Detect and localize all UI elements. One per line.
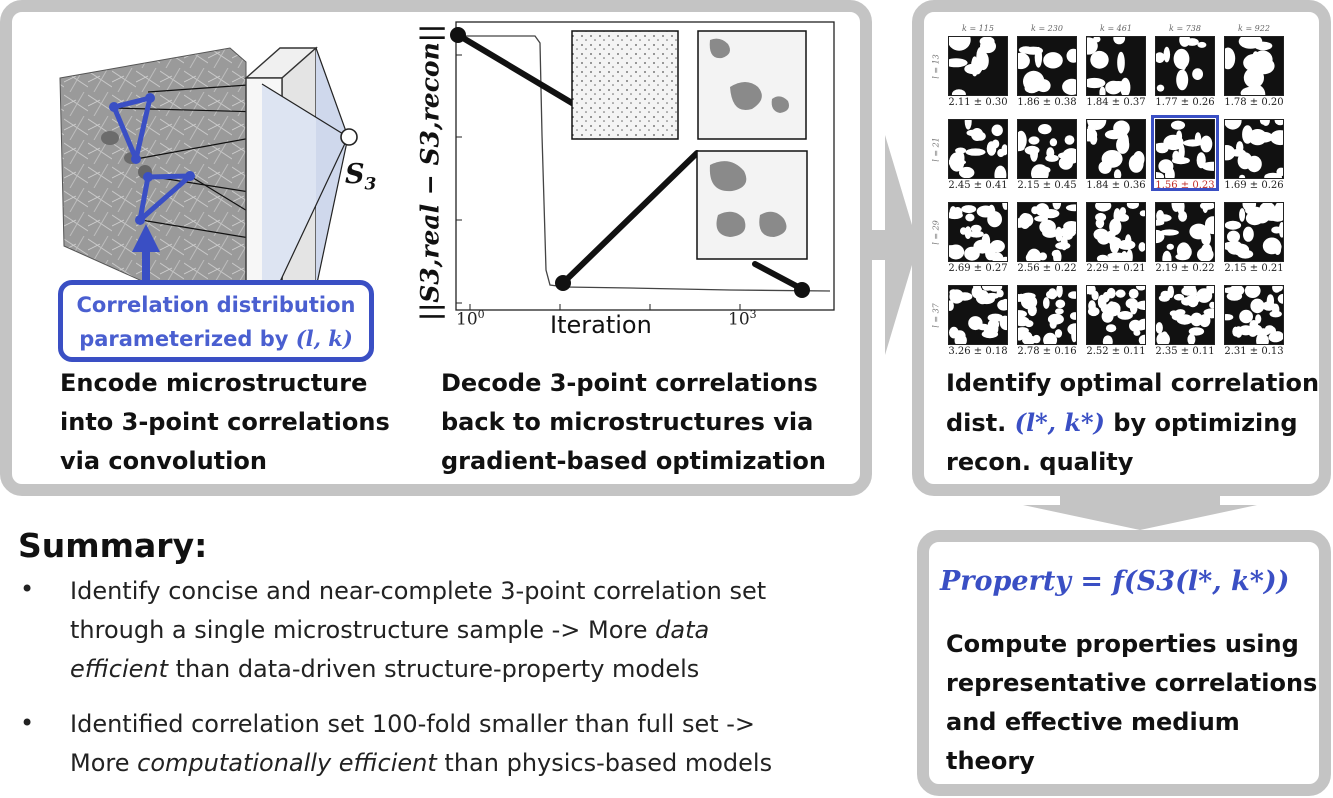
grid-cell-label: 1.77 ± 0.26 [1155, 97, 1215, 108]
grid-cell [1155, 119, 1215, 179]
xtick-left: 100 [456, 308, 485, 330]
bullet-2: Identified correlation set 100-fold smal… [70, 710, 773, 777]
property-panel [917, 530, 1331, 796]
grid-col-head: k = 230 [1031, 24, 1063, 33]
grid-row-head: l = 13 [931, 54, 941, 79]
grid-cell [1224, 119, 1284, 179]
decode-xlabel: Iteration [550, 311, 652, 339]
grid-cell-label: 3.26 ± 0.18 [948, 346, 1008, 357]
loss-point-end [794, 282, 810, 298]
inset-noise [571, 30, 679, 140]
grid-cell [1086, 119, 1146, 179]
grid-cell-label: 2.45 ± 0.41 [948, 180, 1008, 191]
grid-col-head: k = 738 [1169, 24, 1201, 33]
grid-cell [1155, 36, 1215, 96]
grid-cell [1017, 285, 1077, 345]
xtick-right: 103 [728, 308, 757, 330]
triangle-1 [111, 95, 153, 162]
grid-cell [1155, 202, 1215, 262]
grid-row-head: l = 29 [931, 220, 941, 245]
grid-cell-label: 2.31 ± 0.13 [1224, 346, 1284, 357]
callout-math: (l, k) [295, 326, 353, 351]
grid-cell [948, 36, 1008, 96]
grid-cell [1017, 202, 1077, 262]
encode-caption: Encode microstructure into 3-point corre… [60, 369, 390, 475]
grid-cell [1224, 36, 1284, 96]
correlation-callout: Correlation distribution parameterized b… [58, 280, 374, 362]
grid-cell [1224, 202, 1284, 262]
grid-cell [1086, 202, 1146, 262]
down-arrow [1023, 492, 1257, 530]
s3-node [340, 128, 358, 146]
grid-cell-label: 2.11 ± 0.30 [948, 97, 1008, 108]
grid-cell-label: 2.19 ± 0.22 [1155, 263, 1215, 274]
grid-row-head: l = 21 [931, 137, 941, 162]
optimization-caption: Identify optimal correlation dist. (l*, … [946, 369, 1320, 476]
loss-point-mid [555, 275, 571, 291]
grid-cell-label: 2.29 ± 0.21 [1086, 263, 1146, 274]
grid-cell-label: 1.78 ± 0.20 [1224, 97, 1284, 108]
loss-curve [458, 35, 831, 292]
grid-cell-label: 1.69 ± 0.26 [1224, 180, 1284, 191]
summary-title: Summary: [18, 526, 208, 565]
decode-caption: Decode 3-point correlations back to micr… [441, 369, 826, 475]
grid-cell-label: 2.52 ± 0.11 [1086, 346, 1146, 357]
grid-cell-label: 1.84 ± 0.36 [1086, 180, 1146, 191]
right-arrow [860, 135, 918, 355]
decode-loss-plot [450, 21, 835, 311]
grid-cell [948, 119, 1008, 179]
grid-row-head: l = 37 [931, 303, 941, 328]
loss-point-start [450, 27, 466, 43]
grid-cell-label: 2.69 ± 0.27 [948, 263, 1008, 274]
grid-cell-label: 2.56 ± 0.22 [1017, 263, 1077, 274]
grid-cell [1224, 285, 1284, 345]
optimal-cell-highlight [1151, 115, 1219, 191]
grid-cell [1086, 36, 1146, 96]
grid-cell-label: 1.84 ± 0.37 [1086, 97, 1146, 108]
s3-label: S3 [345, 159, 377, 195]
property-formula: Property = f(S3(l*, k*)) [940, 566, 1290, 597]
inset-converged [696, 150, 808, 260]
grid-cell [1017, 119, 1077, 179]
grid-cell-label: 2.78 ± 0.16 [1017, 346, 1077, 357]
grid-cell [1017, 36, 1077, 96]
encode-illustration [59, 46, 358, 358]
bullet-1-dot: • [20, 575, 35, 603]
bullet-2-dot: • [20, 709, 35, 737]
grid-cell-label: 1.86 ± 0.38 [1017, 97, 1077, 108]
callout-line-1: Correlation distribution [76, 293, 356, 317]
grid-cell [948, 202, 1008, 262]
grid-col-head: k = 115 [962, 24, 994, 33]
decode-ylabel: ||S3,real − S3,recon|| [415, 24, 445, 321]
grid-col-head: k = 461 [1100, 24, 1132, 33]
bullet-1: Identify concise and near-complete 3-poi… [70, 577, 767, 683]
grid-cell-label: 2.15 ± 0.45 [1017, 180, 1077, 191]
grid-cell-label: 2.15 ± 0.21 [1224, 263, 1284, 274]
callout-arrow-icon [132, 224, 160, 252]
grid-cell-label: 1.56 ± 0.23 [1155, 180, 1215, 191]
property-caption: Compute properties using representative … [946, 630, 1318, 775]
inset-partial [697, 30, 807, 140]
optimal-params-math: (l*, k*) [1014, 408, 1105, 437]
grid-cell [1086, 285, 1146, 345]
grid-cell [1155, 285, 1215, 345]
callout-line-2: parameterized by (l, k) [79, 326, 353, 351]
grid-cell [948, 285, 1008, 345]
grid-cell-label: 2.35 ± 0.11 [1155, 346, 1215, 357]
grid-col-head: k = 922 [1238, 24, 1270, 33]
triangle-2 [137, 173, 193, 223]
